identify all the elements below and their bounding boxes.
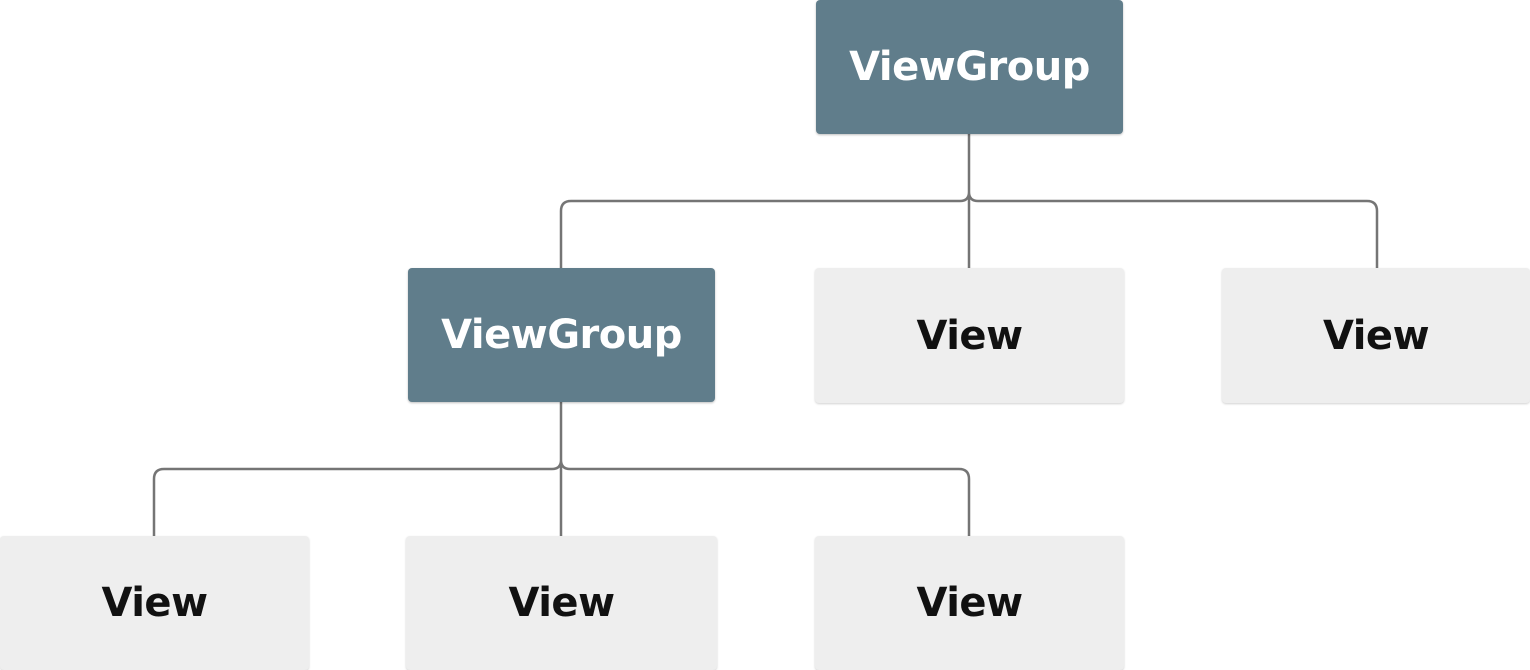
child-view-label-2: View [1322,312,1430,359]
child-view-node-1: View [815,268,1124,403]
connector-group-to-leaves [152,402,971,536]
child-view-label-1: View [916,312,1023,359]
child-view-node-2: View [1222,268,1530,403]
root-viewgroup-node: ViewGroup [816,0,1123,134]
child-viewgroup-label: ViewGroup [441,312,682,358]
leaf-view-node-2: View [406,536,717,670]
leaf-view-node-3: View [815,536,1124,670]
leaf-view-label-3: View [916,580,1023,626]
root-viewgroup-label: ViewGroup [849,44,1090,90]
leaf-view-node-1: View [0,536,309,670]
child-viewgroup-node: ViewGroup [408,268,715,402]
leaf-view-label-2: View [508,580,615,626]
connector-root-to-children [559,134,1379,268]
leaf-view-label-1: View [101,580,208,626]
